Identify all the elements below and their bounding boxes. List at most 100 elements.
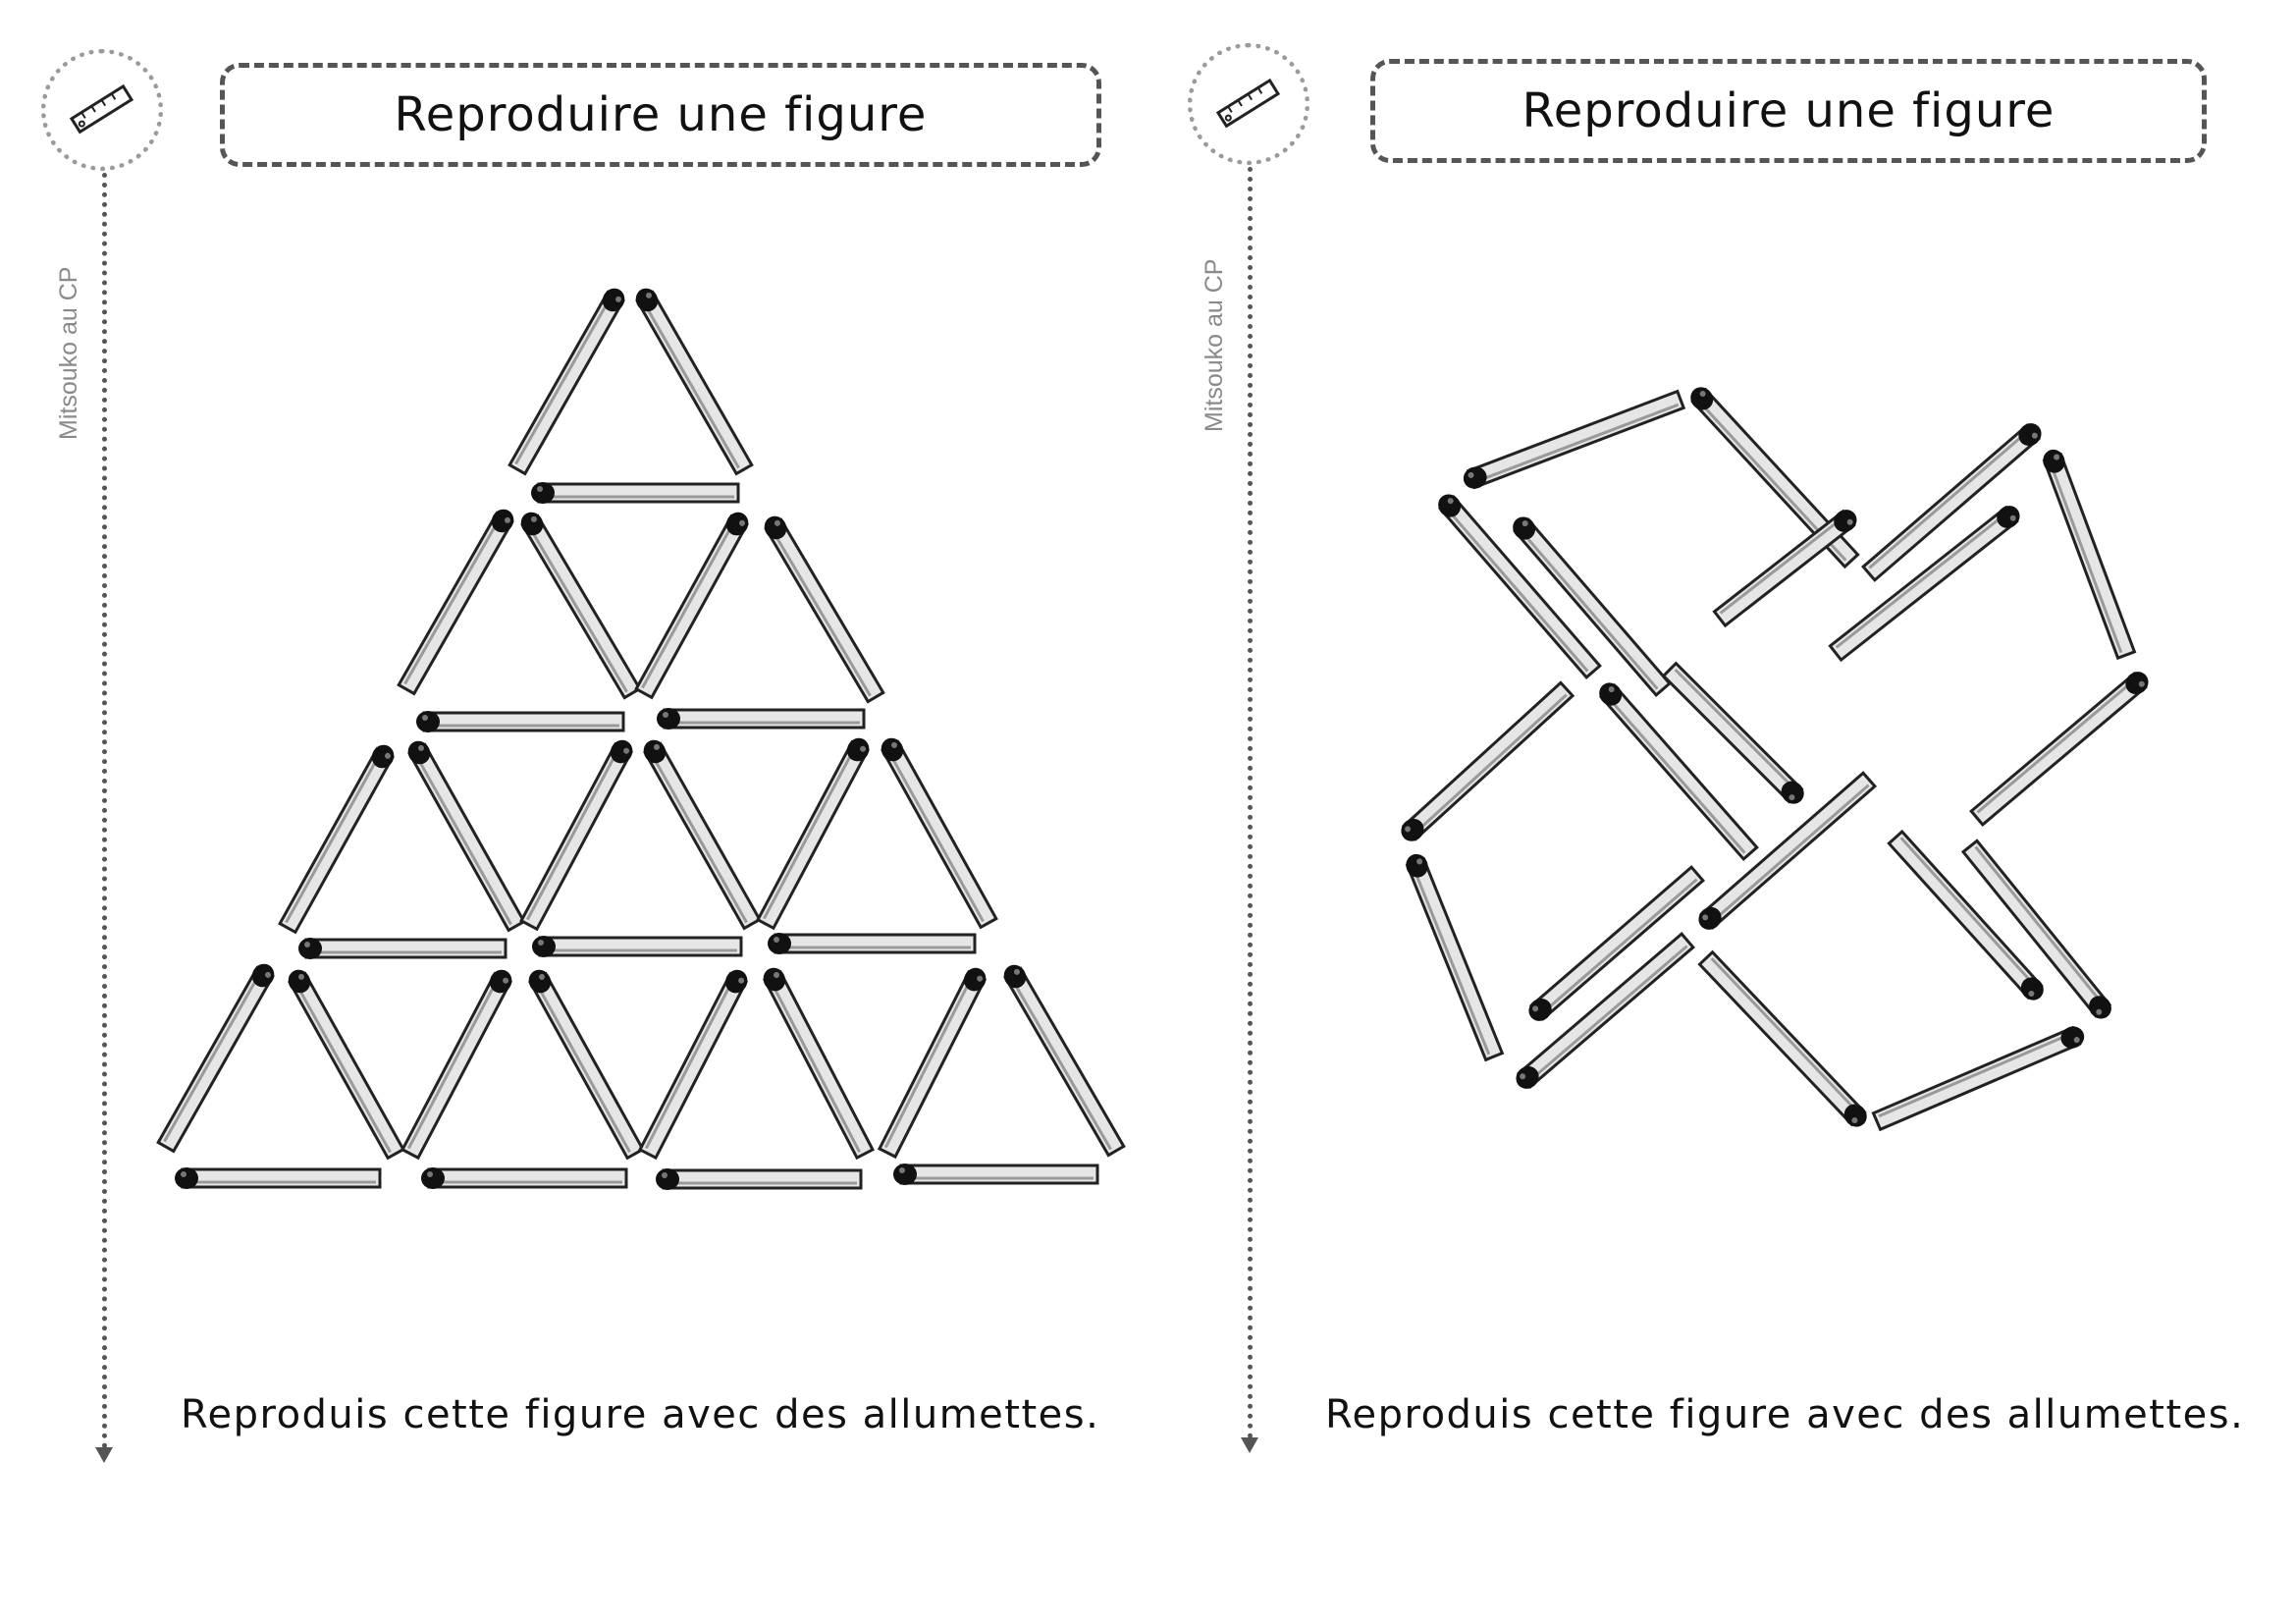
- instruction-text: Reproduis cette figure avec des allumett…: [1325, 1392, 2245, 1437]
- matchstick: [881, 737, 998, 930]
- match-head: [1698, 906, 1722, 930]
- matchstick: [156, 963, 275, 1154]
- match-head: [416, 711, 440, 732]
- page-title: Reproduire une figure: [1522, 83, 2056, 138]
- matchstick: [1463, 389, 1686, 490]
- match-head: [1003, 964, 1027, 989]
- match-head: [656, 1168, 679, 1190]
- match-head: [602, 288, 625, 312]
- matchstick: [1697, 949, 1867, 1127]
- matchstick: [397, 509, 514, 696]
- match-head: [643, 739, 667, 764]
- matchstick: [1516, 932, 1695, 1089]
- matchstick: [1528, 865, 1706, 1021]
- matchstick: [175, 1167, 382, 1189]
- arrow-down-icon: [95, 1447, 113, 1463]
- matchstick: [635, 288, 754, 476]
- match-head: [421, 1167, 445, 1189]
- matchstick: [1405, 853, 1505, 1062]
- matchstick: [634, 512, 749, 700]
- match-head: [1406, 853, 1428, 878]
- matchstick: [2042, 449, 2137, 661]
- matchstick: [1887, 829, 2044, 1001]
- page-title: Reproduire une figure: [394, 87, 928, 142]
- matchstick: [643, 739, 762, 931]
- match-head: [657, 708, 680, 730]
- match-head: [1843, 1104, 1867, 1127]
- matchstick: [528, 969, 645, 1161]
- match-head: [763, 967, 786, 992]
- matchstick: [893, 1164, 1099, 1185]
- match-head: [610, 739, 633, 764]
- matchstick: [768, 933, 977, 954]
- match-head: [881, 737, 904, 762]
- ruler-badge: [1188, 43, 1309, 165]
- ruler-icon: [1215, 78, 1281, 129]
- dotted-guide-line: [102, 173, 107, 1449]
- matchstick: [762, 967, 876, 1161]
- instruction-text: Reproduis cette figure avec des allumett…: [181, 1392, 1100, 1437]
- matchstick: [657, 708, 866, 730]
- title-box: Reproduire une figure: [1370, 59, 2207, 163]
- match-head: [846, 737, 870, 762]
- match-head: [893, 1164, 917, 1185]
- ruler-badge: [41, 49, 163, 171]
- ruler-icon: [69, 83, 134, 135]
- matchstick: [1969, 672, 2149, 827]
- triangle-pyramid-figure: [156, 288, 1126, 1190]
- square-pinwheel-figure: [1401, 387, 2149, 1132]
- matchstick: [877, 967, 988, 1160]
- match-head: [2125, 672, 2149, 695]
- matchstick: [1003, 964, 1126, 1158]
- worksheet-card-right: Mitsouko au CP Reproduire une figure Rep…: [1148, 0, 2296, 1624]
- match-head: [635, 288, 659, 312]
- match-head: [1401, 818, 1424, 841]
- match-head: [175, 1167, 198, 1189]
- matchstick: [1599, 682, 1759, 862]
- match-head: [1463, 466, 1487, 489]
- title-box: Reproduire une figure: [220, 63, 1101, 167]
- matchstick: [519, 739, 633, 932]
- matchstick: [1828, 505, 2020, 663]
- match-head: [1690, 387, 1714, 410]
- match-head: [407, 740, 431, 765]
- match-head: [528, 969, 552, 994]
- match-head: [251, 963, 275, 988]
- matchstick: [1513, 516, 1672, 697]
- match-head: [2060, 1026, 2085, 1049]
- matchstick: [656, 1168, 863, 1190]
- match-head: [724, 969, 748, 994]
- matchstick: [507, 288, 625, 476]
- match-head: [489, 969, 512, 994]
- matchstick: [520, 512, 642, 700]
- matchstick: [764, 515, 885, 704]
- match-head: [1834, 510, 1857, 532]
- matchstick: [1960, 839, 2112, 1019]
- match-head: [725, 512, 749, 536]
- matchstick: [407, 740, 526, 933]
- match-head: [2018, 423, 2042, 447]
- matchstick: [1661, 661, 1804, 804]
- matchstick: [1871, 1025, 2085, 1132]
- match-head: [2089, 996, 2111, 1019]
- match-head: [1438, 494, 1462, 517]
- matchstick: [531, 482, 740, 504]
- worksheet-card-left: Mitsouko au CP Reproduire une figure Rep…: [41, 49, 1126, 1463]
- matchstick: [1401, 680, 1575, 841]
- matchstick: [532, 936, 743, 957]
- matchstick: [1712, 509, 1857, 628]
- match-head: [371, 744, 395, 769]
- match-head: [1516, 1065, 1539, 1089]
- matchstick: [421, 1167, 628, 1189]
- match-head: [532, 936, 556, 957]
- match-head: [491, 509, 514, 533]
- match-head: [1513, 516, 1536, 540]
- match-head: [288, 969, 311, 994]
- matchstick: [637, 969, 749, 1161]
- matchstick: [278, 744, 395, 935]
- match-head: [531, 482, 555, 504]
- matchstick: [1698, 771, 1878, 930]
- matchstick: [288, 969, 405, 1161]
- match-head: [768, 933, 791, 954]
- matchstick: [1438, 494, 1602, 680]
